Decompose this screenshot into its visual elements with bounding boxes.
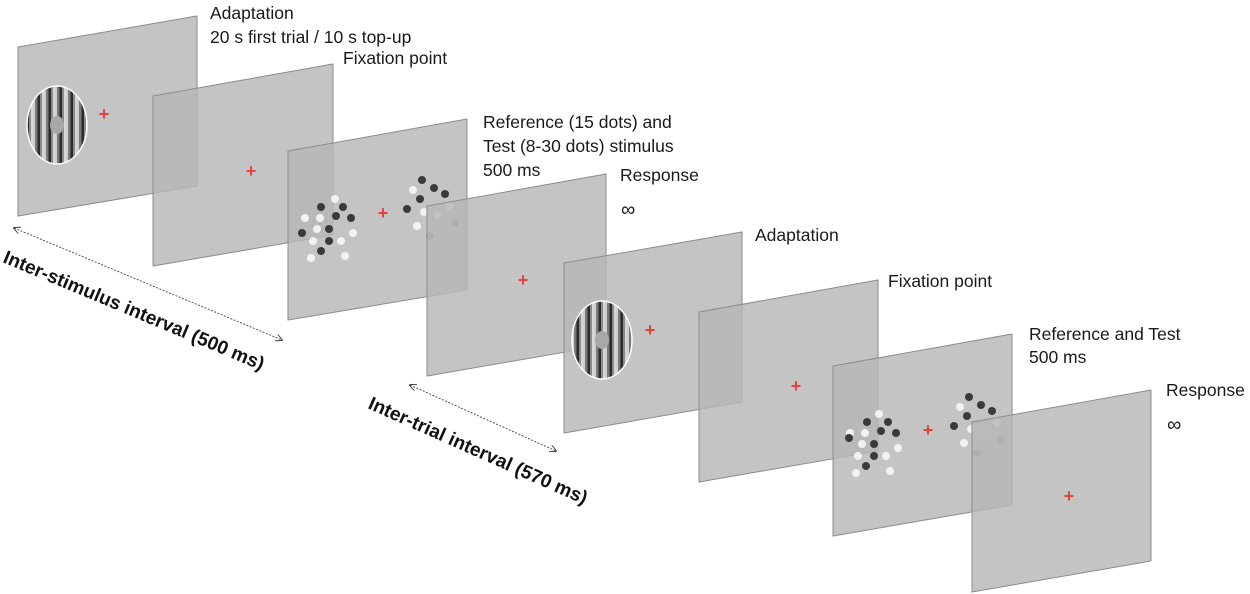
- inter-stimulus-interval-label: Inter-stimulus interval (500 ms): [0, 247, 267, 375]
- frame-adaptation-2: +: [563, 231, 743, 434]
- fixation-cross: +: [923, 420, 934, 440]
- reference-dot-array: [845, 410, 902, 477]
- frame-adaptation-1: +: [17, 15, 198, 217]
- reference-dot-array: [298, 195, 357, 262]
- panel: [971, 389, 1152, 593]
- interval-arrow: [14, 228, 282, 340]
- frame-labels: Adaptation 20 s first trial / 10 s top-u…: [210, 3, 1250, 436]
- fixation-cross: +: [1064, 486, 1075, 506]
- fixation-cross: +: [645, 320, 656, 340]
- fixation-cross: +: [518, 270, 529, 290]
- label-fixation-2: Fixation point: [888, 271, 992, 291]
- label-fixation-1: Fixation point: [343, 48, 447, 68]
- grating-stimulus: [571, 300, 633, 380]
- inter-trial-interval: Inter-trial interval (570 ms): [365, 385, 591, 509]
- interval-arrow: [410, 385, 556, 451]
- fixation-cross: +: [791, 376, 802, 396]
- fixation-cross: +: [246, 161, 257, 181]
- label-adaptation-2: Adaptation: [755, 225, 839, 245]
- label-adaptation-1: Adaptation 20 s first trial / 10 s top-u…: [210, 3, 411, 47]
- label-stimulus-1: Reference (15 dots) and Test (8-30 dots)…: [483, 112, 679, 180]
- label-stimulus-2: Reference and Test 500 ms: [1029, 324, 1185, 367]
- fixation-cross: +: [99, 104, 110, 124]
- label-response-1: Response ∞: [620, 165, 704, 221]
- label-response-2: Response ∞: [1166, 380, 1250, 436]
- fixation-cross: +: [378, 203, 389, 223]
- grating-stimulus: [26, 85, 88, 165]
- frame-response-2: +: [971, 389, 1152, 593]
- inter-trial-interval-label: Inter-trial interval (570 ms): [365, 393, 591, 509]
